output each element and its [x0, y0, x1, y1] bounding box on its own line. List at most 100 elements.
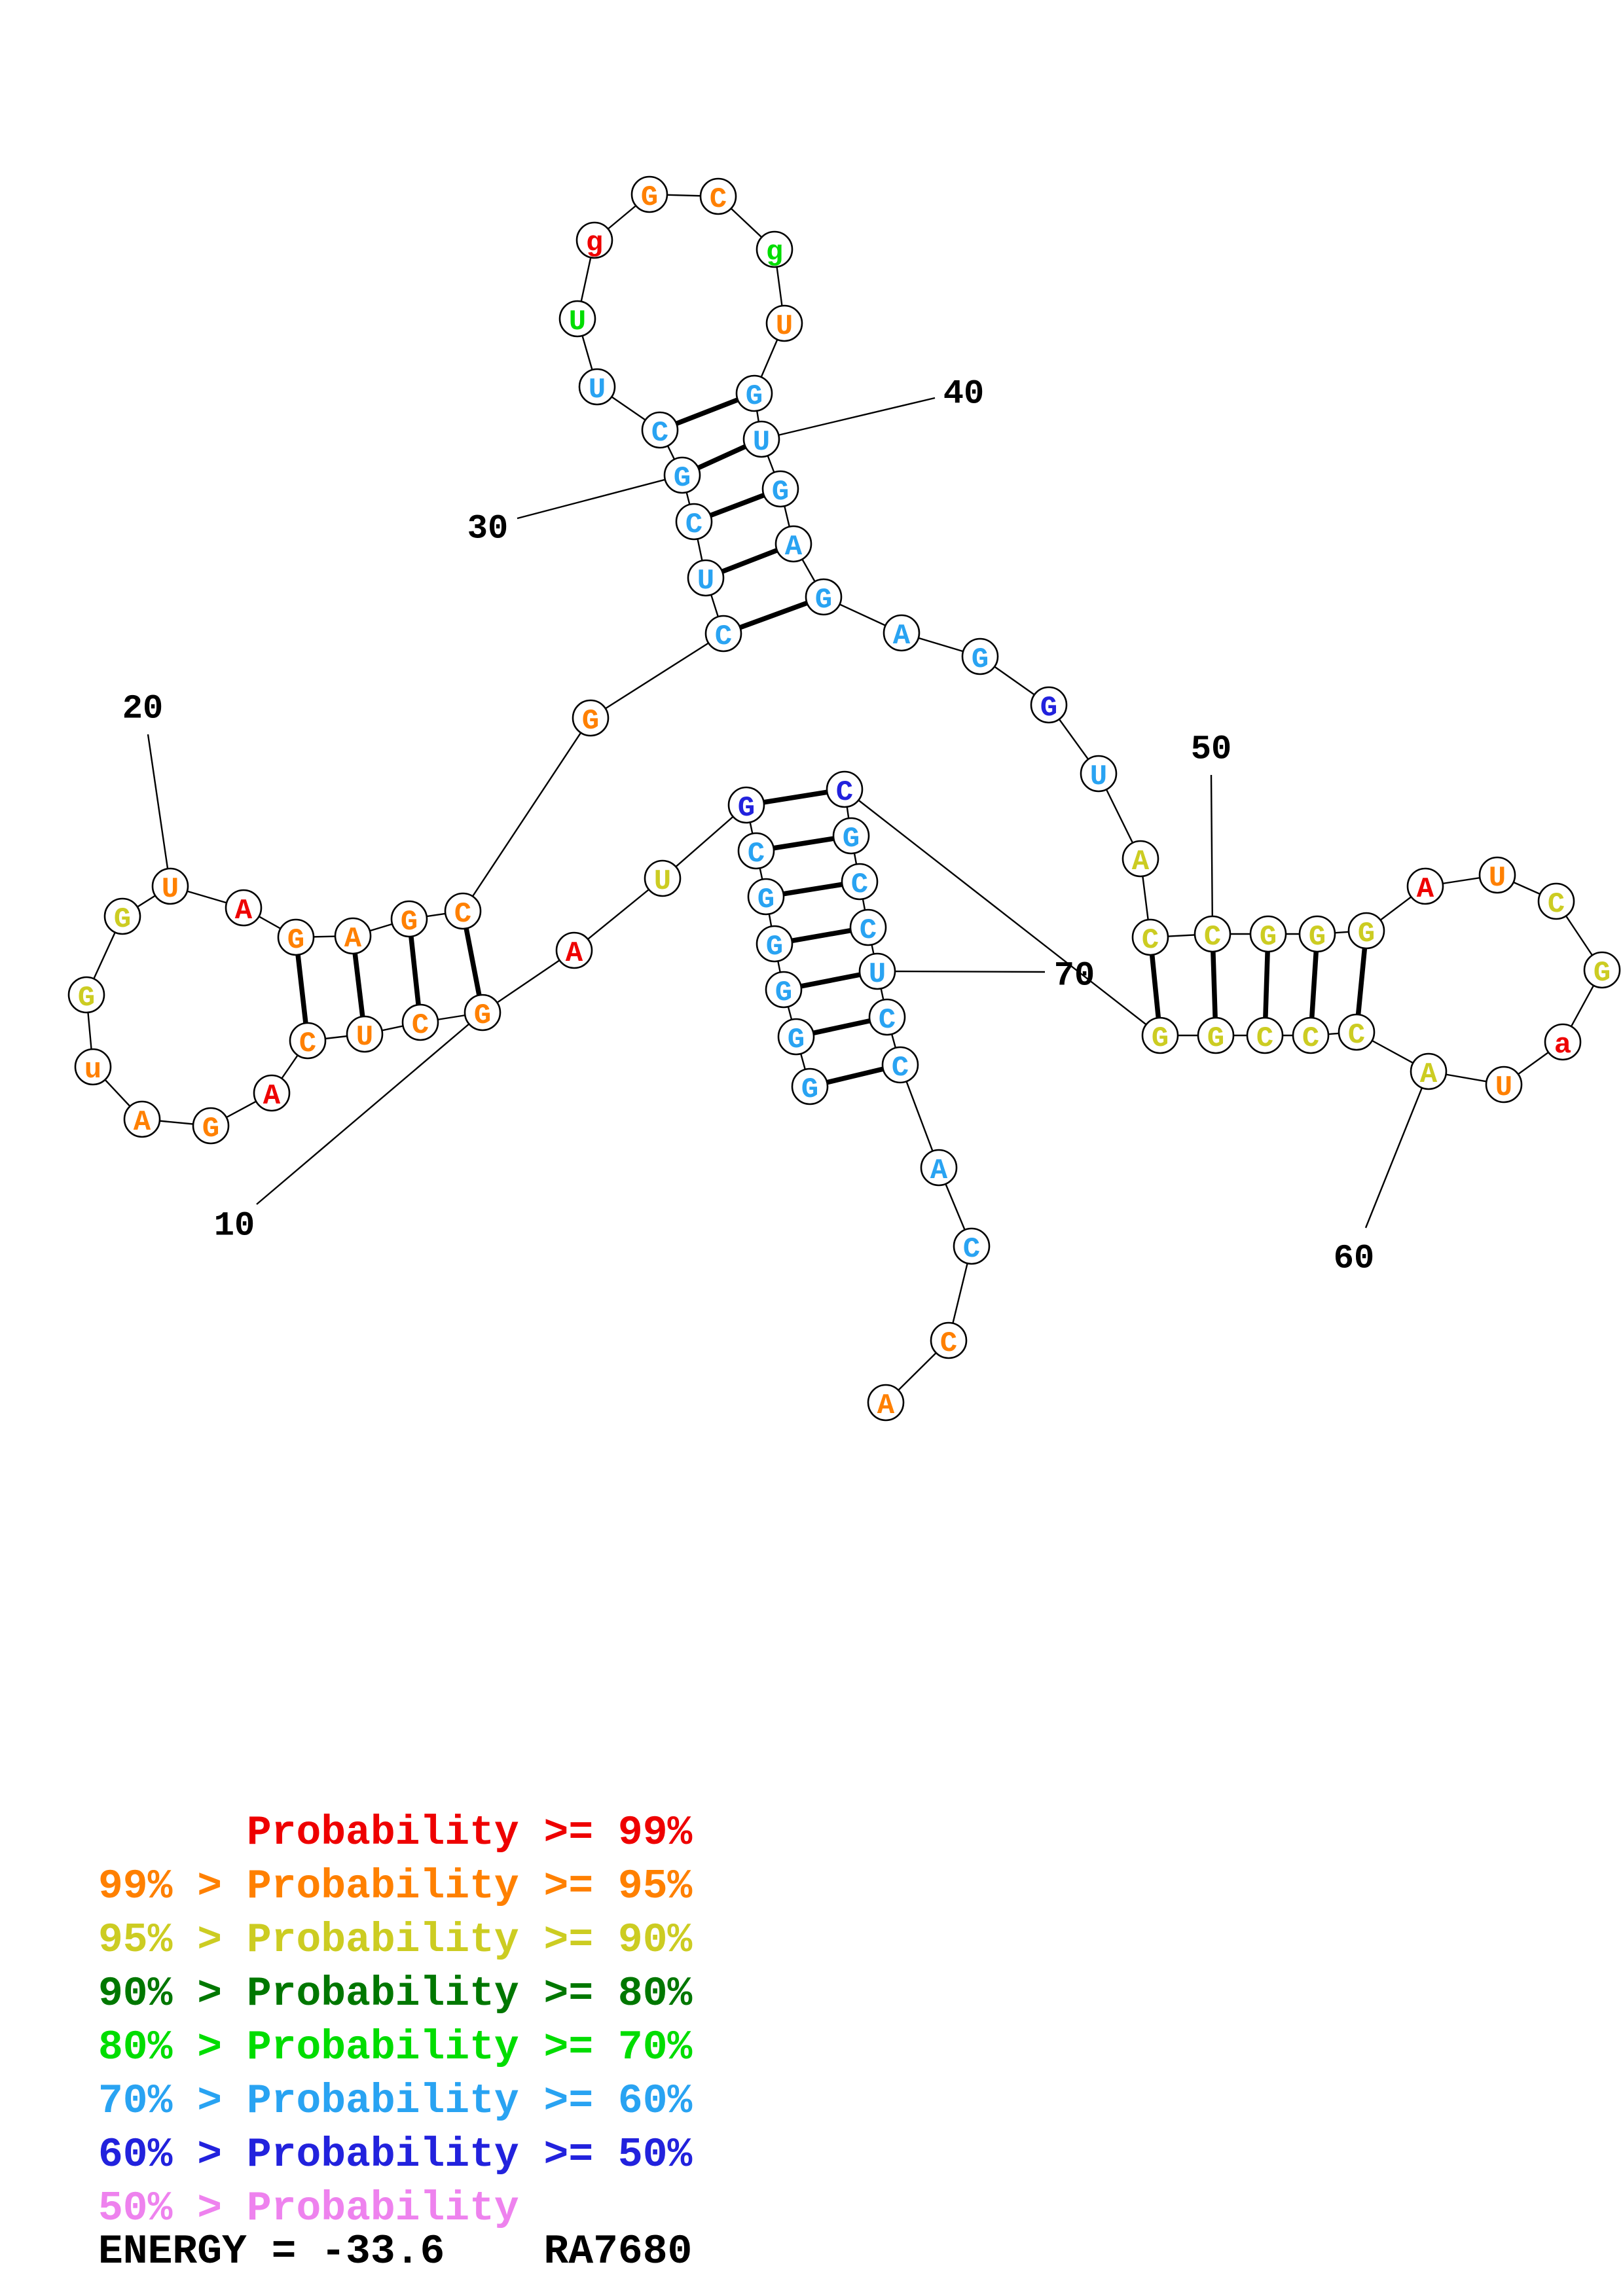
nucleotide-21: A [225, 889, 263, 927]
nucleotide-base: C [860, 914, 877, 947]
nucleotide-circle [1298, 915, 1336, 953]
nucleotide-73: A [920, 1149, 958, 1187]
nucleotide-65: G [1141, 1016, 1179, 1055]
number-label-50: 50 [1191, 730, 1231, 769]
nucleotide-9: A [555, 931, 593, 970]
nucleotide-circle [747, 878, 785, 916]
nucleotide-19: G [103, 897, 141, 936]
nucleotide-circle [699, 177, 737, 215]
nucleotide-46: G [1030, 686, 1068, 725]
nucleotide-base: G [641, 181, 658, 214]
nucleotide-base: G [202, 1113, 219, 1145]
nucleotide-4: G [756, 925, 793, 963]
number-label-10: 10 [214, 1207, 255, 1246]
nucleotide-17: u [74, 1048, 112, 1086]
nucleotide-circle [1338, 1013, 1376, 1051]
number-label-30: 30 [467, 510, 508, 548]
legend-row-2: 99% > Probability >= 95% [98, 1863, 693, 1910]
nucleotide-circle [558, 300, 596, 338]
nucleotide-31: C [641, 411, 679, 450]
nucleotide-39: G [735, 374, 773, 413]
nucleotide-62: C [1292, 1016, 1330, 1055]
nucleotide-circle [737, 832, 775, 870]
nucleotide-15: G [192, 1107, 230, 1145]
nucleotide-circle [1347, 912, 1385, 950]
nucleotide-43: G [805, 578, 843, 617]
nucleotide-base: G [114, 903, 131, 936]
nucleotide-circle [1080, 755, 1118, 793]
nucleotide-base: C [651, 417, 668, 450]
nucleotide-circle [225, 889, 263, 927]
nucleotide-base: U [654, 865, 671, 898]
nucleotide-circle [704, 615, 742, 653]
number-label-70: 70 [1054, 957, 1095, 996]
nucleotide-56: C [1537, 882, 1575, 921]
nucleotide-base: C [879, 1004, 896, 1037]
nucleotide-base: A [566, 937, 583, 970]
nucleotide-base: C [748, 838, 765, 870]
nucleotide-circle [826, 770, 864, 808]
nucleotide-circle [644, 859, 682, 897]
nucleotide-25: C [444, 892, 482, 931]
nucleotide-base: A [785, 531, 803, 564]
nucleotide-base: C [940, 1327, 957, 1360]
nucleotide-circle [334, 917, 372, 955]
nucleotide-base: A [344, 923, 362, 956]
nucleotide-16: A [123, 1100, 161, 1139]
nucleotide-64: G [1197, 1016, 1235, 1055]
nucleotide-base: G [757, 884, 775, 916]
nucleotide-base: G [287, 924, 304, 957]
nucleotide-30: G [663, 456, 701, 495]
nucleotide-66: C [826, 770, 864, 809]
nucleotide-base: C [454, 898, 471, 931]
legend-row-3: 95% > Probability >= 90% [98, 1917, 693, 1964]
nucleotide-base: U [356, 1021, 373, 1054]
nucleotide-circle [930, 1321, 968, 1359]
nucleotide-36: C [699, 177, 737, 216]
nucleotide-3: G [765, 971, 803, 1009]
nucleotide-54: A [1406, 867, 1444, 906]
nucleotide-10: G [464, 994, 501, 1032]
legend-row-1: Probability >= 99% [98, 1810, 693, 1856]
nucleotide-42: A [775, 525, 812, 564]
nucleotide-27: C [704, 615, 742, 653]
nucleotide-2: G [777, 1018, 815, 1056]
nucleotide-base: C [963, 1233, 980, 1266]
energy-footer: ENERGY = -33.6 RA7680 [98, 2229, 693, 2275]
nucleotide-circle [444, 892, 482, 930]
backbone-bond [590, 632, 724, 719]
nucleotide-base: G [766, 931, 783, 963]
nucleotide-22: G [277, 918, 315, 957]
nucleotide-circle [777, 1018, 815, 1056]
nucleotide-base: U [697, 565, 714, 598]
legend: Probability >= 99% 99% > Probability >= 9… [98, 1806, 692, 2236]
label-pointer-line [1210, 774, 1214, 935]
label-pointer-line [1364, 1071, 1430, 1229]
nucleotide-20: U [151, 867, 189, 906]
nucleotide-circle [578, 368, 616, 406]
label-pointer-line [256, 1012, 483, 1205]
nucleotide-74: C [953, 1227, 991, 1266]
nucleotide-base: U [776, 310, 793, 343]
nucleotide-base: G [582, 705, 599, 738]
nucleotide-71: C [868, 998, 906, 1037]
nucleotide-base: G [1207, 1022, 1224, 1055]
nucleotide-52: G [1298, 915, 1336, 954]
legend-row-5: 80% > Probability >= 70% [98, 2024, 693, 2071]
label-pointers [147, 397, 1430, 1229]
nucleotide-7: G [727, 786, 765, 825]
nucleotide-circle [805, 578, 843, 616]
nucleotide-base: G [775, 977, 792, 1009]
legend-row-6: 70% > Probability >= 60% [98, 2078, 693, 2125]
nucleotide-base: C [412, 1009, 429, 1042]
nucleotide-base: G [772, 476, 789, 509]
backbone-bond [844, 789, 1161, 1036]
legend-row-7: 60% > Probability >= 50% [98, 2132, 693, 2178]
nucleotide-14: A [253, 1074, 291, 1113]
nucleotide-base: C [1142, 924, 1159, 957]
nucleotide-circle [401, 1003, 439, 1041]
nucleotide-28: U [687, 559, 725, 598]
nucleotide-circle [1583, 951, 1621, 989]
